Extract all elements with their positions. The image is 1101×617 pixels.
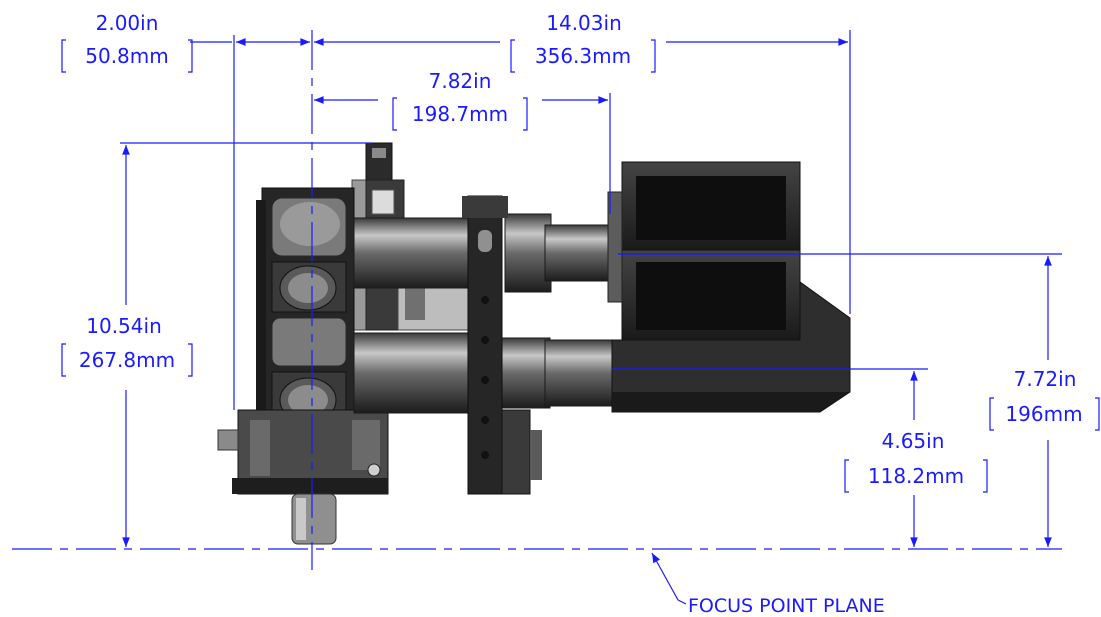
upper-tube xyxy=(353,217,471,289)
dim-465in-mm-label: 118.2mm xyxy=(868,464,964,488)
dim-782in-mm-label: 198.7mm xyxy=(412,102,508,126)
dim-1054in-label: 10.54in xyxy=(86,314,162,338)
dimension-lines xyxy=(12,30,1062,605)
dim-782in-label: 7.82in xyxy=(429,69,492,93)
dim-772in-label: 7.72in xyxy=(1014,367,1077,391)
dim-772in-mm-label: 196mm xyxy=(1005,402,1082,426)
dim-14in-mm-label: 356.3mm xyxy=(535,44,631,68)
laser-head-assembly xyxy=(217,142,851,545)
dim-2in-label: 2.00in xyxy=(96,11,159,35)
lower-tube xyxy=(353,332,475,414)
dim-14in-label: 14.03in xyxy=(546,11,622,35)
side-fitting xyxy=(217,429,239,451)
dim-2in-mm-label: 50.8mm xyxy=(85,44,169,68)
dim-1054in-mm-label: 267.8mm xyxy=(79,348,175,372)
dim-465in-label: 4.65in xyxy=(882,429,945,453)
dimension-labels: 2.00in 50.8mm 14.03in 356.3mm 7.82in 198… xyxy=(61,11,1100,617)
focus-point-plane-label: FOCUS POINT PLANE xyxy=(688,595,885,617)
